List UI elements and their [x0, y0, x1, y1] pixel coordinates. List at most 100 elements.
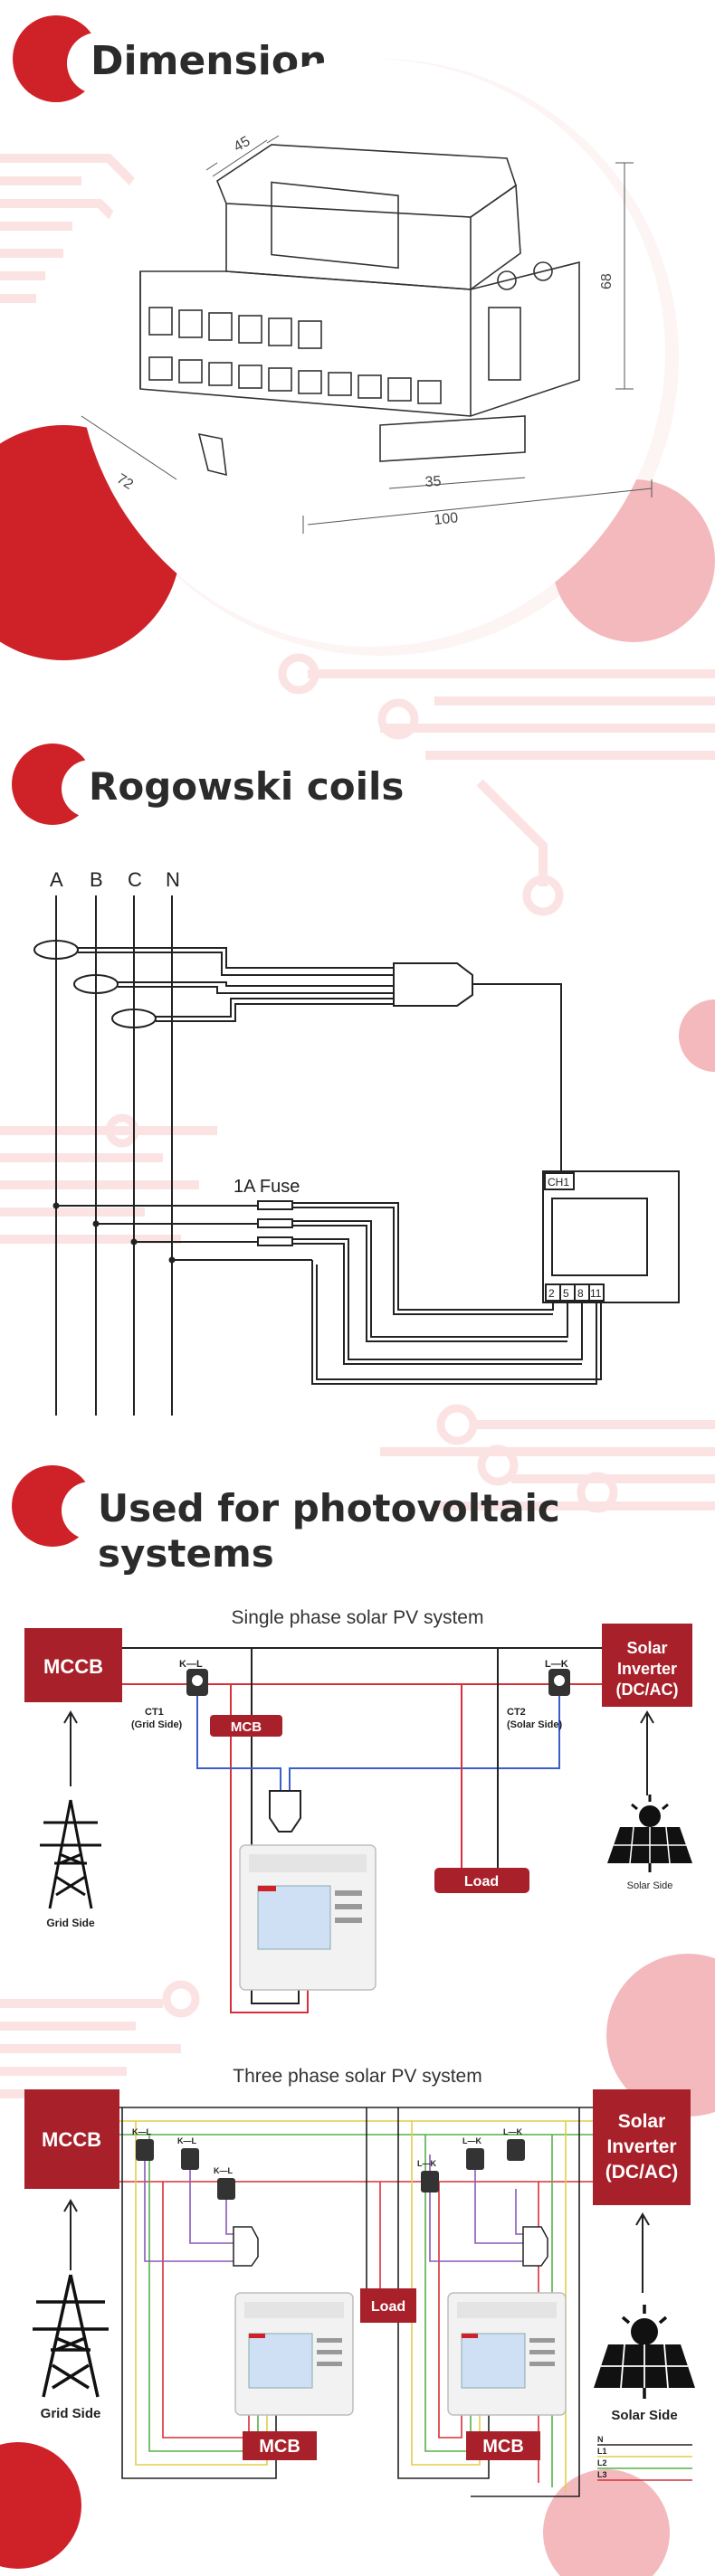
dimension-lines [81, 135, 653, 534]
meter-side-upper [470, 184, 521, 290]
rogowski-coil-a [33, 940, 79, 960]
rogowski-wiring [33, 895, 680, 1416]
single-pylon-icon [40, 1799, 101, 1909]
circuit-stripes-mid [0, 669, 715, 1244]
ct-grid-l1 [136, 2139, 154, 2161]
legend-n: N [597, 2435, 604, 2444]
three-inverter-line1: Solar [618, 2111, 666, 2132]
dimension-labels: 45 68 72 35 100 [114, 134, 615, 528]
meter-display-window [271, 181, 399, 270]
three-inverter-line2: Inverter [606, 2136, 676, 2157]
fuse-b [257, 1218, 293, 1228]
dimension-drawing [81, 135, 653, 534]
pv-title-line2: systems [98, 1531, 274, 1576]
rogowski-title: Rogowski coils [89, 764, 404, 809]
title-badge-cutout [67, 33, 129, 94]
phase-label-n: N [166, 868, 180, 891]
ct-grid-l3 [217, 2178, 235, 2200]
three-inverter-line3: (DC/AC) [605, 2162, 678, 2183]
three-phase-diagram: Three phase solar PV system [24, 2066, 695, 2497]
circuit-stripes-pv [0, 1420, 715, 2098]
single-mcb-label: MCB [231, 1719, 262, 1735]
three-mcb-right-label: MCB [482, 2437, 524, 2457]
rogowski-title-badge [12, 743, 119, 825]
three-ct-connector-right [522, 2226, 548, 2267]
three-pylon-icon [33, 2274, 109, 2398]
dim-100-label: 100 [434, 510, 459, 528]
dim-68-label: 68 [599, 273, 615, 289]
junction-dots [52, 1202, 176, 1264]
single-inverter-box [602, 1624, 692, 1707]
single-inverter-line3: (DC/AC) [616, 1681, 679, 1699]
single-solar-icon [607, 1795, 692, 1872]
pv-title-line1: Used for photovoltaic [98, 1486, 560, 1530]
single-ct-connector [269, 1790, 301, 1833]
three-mccb-label: MCCB [42, 2128, 101, 2151]
rogowski-meter-body [542, 1170, 680, 1303]
phase-label-c: C [128, 868, 142, 891]
rogowski-meter-display [551, 1198, 648, 1276]
dim-45-label: 45 [232, 134, 253, 156]
terminal-label-11: 11 [590, 1287, 602, 1300]
meter-side-window [488, 307, 521, 381]
ct-label-solar-l1: L—K [417, 2159, 436, 2168]
ct-label-grid-l3: K—L [214, 2166, 233, 2175]
ct-label-solar-l3: L—K [503, 2127, 522, 2136]
deco-circle-pink-edge [679, 999, 715, 1072]
three-meter-right [447, 2292, 567, 2416]
single-grid-side-label: Grid Side [46, 1917, 95, 1929]
single-mccb-label: MCCB [43, 1655, 103, 1678]
single-meter [239, 1844, 377, 1991]
rogowski-coil-b [73, 974, 119, 994]
single-load-box [434, 1868, 529, 1893]
three-solar-icon [594, 2305, 695, 2399]
legend-l2: L2 [597, 2458, 607, 2467]
title-badge-cutout [62, 760, 119, 818]
ct-grid-l2 [181, 2148, 199, 2170]
phase-label-b: B [90, 868, 103, 891]
single-phase-diagram: Single phase solar PV system MCCB Solar … [24, 1607, 692, 2013]
meter-main-body [139, 260, 580, 417]
three-phase-legend: N L1 L2 L3 [597, 2435, 607, 2479]
ct-solar-l1 [421, 2171, 439, 2192]
single-inverter-line1: Solar [626, 1639, 667, 1657]
single-arrows [63, 1710, 654, 1795]
single-mcb-box [210, 1715, 282, 1737]
ct2-sensor [548, 1669, 570, 1696]
ct1-label: CT1 [145, 1707, 164, 1718]
three-phase-wires [118, 2107, 692, 2497]
meter-ch1-box [544, 1172, 575, 1190]
single-phase-title: Single phase solar PV system [232, 1607, 484, 1628]
dimension-section: Dimension [13, 15, 665, 647]
three-mccb-box [24, 2089, 119, 2189]
three-phase-title: Three phase solar PV system [233, 2066, 481, 2087]
rogowski-section: Rogowski coils A B C N [12, 743, 680, 1416]
terminal-label-8: 8 [577, 1287, 584, 1300]
three-mcb-right-box [466, 2431, 540, 2460]
deco-circle-red-bottom [0, 2442, 81, 2569]
ct-label-grid-l2: K—L [177, 2136, 196, 2145]
drawing-plate [77, 59, 665, 647]
dim-72-label: 72 [114, 471, 136, 493]
channel-label: CH1 [548, 1176, 569, 1189]
three-arrows [63, 2199, 650, 2293]
three-solar-side-label: Solar Side [611, 2408, 677, 2423]
three-inverter-box [593, 2089, 691, 2205]
legend-l1: L1 [597, 2447, 607, 2456]
terminal-labels: 2 5 8 11 [548, 1287, 602, 1300]
three-ct-connector-left [233, 2226, 259, 2267]
deco-circle-pink-bottom [543, 2469, 670, 2576]
terminal-label-2: 2 [548, 1287, 555, 1300]
three-mcb-left-box [243, 2431, 317, 2460]
pv-title-badge [12, 1465, 119, 1547]
fuse-label: 1A Fuse [234, 1177, 300, 1197]
three-phase-ct-labels: K—L K—L K—L L—K L—K L—K [132, 2127, 522, 2175]
ct1-sensor [186, 1669, 208, 1696]
three-mcb-left-label: MCB [259, 2437, 300, 2457]
three-meter-left [234, 2292, 354, 2416]
three-load-box [360, 2288, 416, 2323]
dimension-title-badge [13, 15, 129, 102]
three-phase-cts [136, 2139, 525, 2200]
three-grid-side-label: Grid Side [41, 2406, 101, 2421]
fuse-a [257, 1200, 293, 1210]
